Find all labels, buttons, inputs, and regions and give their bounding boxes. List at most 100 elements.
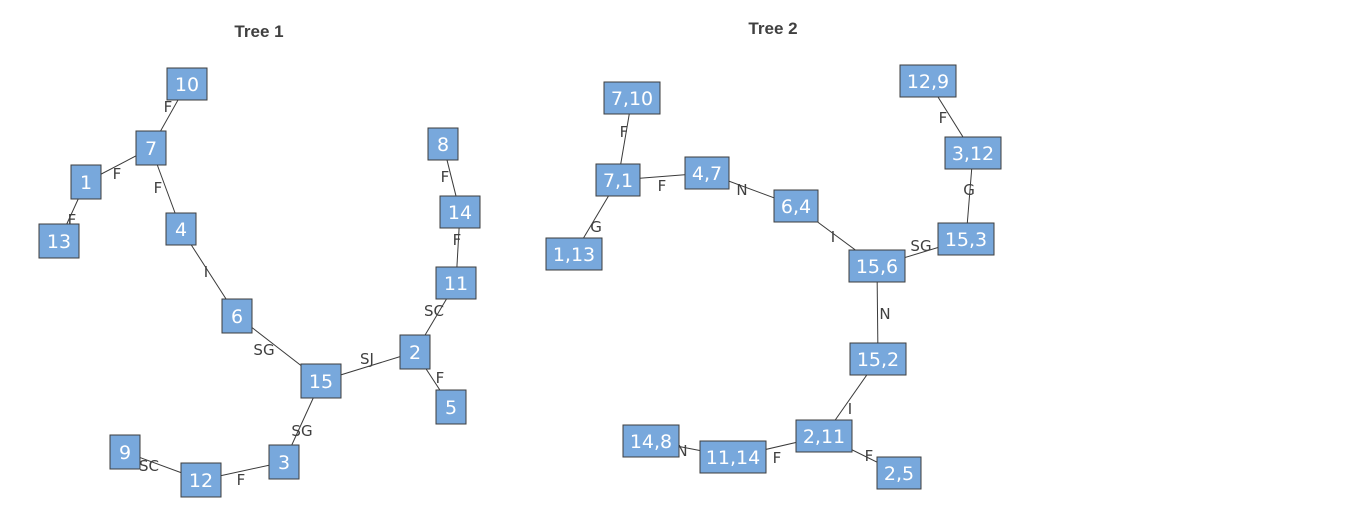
tree2-node-2-11: 2,11 — [795, 419, 853, 453]
tree2-node-1-13: 1,13 — [545, 237, 603, 271]
tree2-edge-label-11-14-to-14-8: N — [676, 442, 687, 460]
tree1-edge-label-2-to-5: F — [436, 369, 445, 387]
tree2-node-2-5: 2,5 — [876, 456, 922, 490]
tree1-node-4: 4 — [165, 212, 197, 246]
node-label: 7,10 — [611, 88, 653, 110]
tree1-edge-label-2-to-11: SC — [424, 302, 444, 320]
tree2-node-3-12: 3,12 — [944, 136, 1002, 170]
node-label: 15,2 — [857, 349, 899, 371]
tree1-edge-label-4-to-6: I — [204, 263, 208, 281]
node-box — [937, 222, 995, 256]
node-label: 7 — [145, 138, 157, 160]
tree2-edge-label-15-6-to-15-2: N — [879, 305, 890, 323]
node-label: 6 — [231, 306, 243, 328]
node-box — [684, 156, 730, 190]
node-box — [595, 163, 641, 197]
node-box — [268, 444, 300, 480]
node-label: 15,3 — [945, 229, 987, 251]
tree1-node-7: 7 — [135, 130, 167, 166]
tree1-node-14: 14 — [439, 195, 481, 229]
tree2-edge-label-2-11-to-2-5: F — [865, 447, 874, 465]
node-label: 3,12 — [952, 143, 994, 165]
tree2-edge-label-2-11-to-11-14: F — [773, 449, 782, 467]
node-label: 1 — [80, 172, 92, 194]
node-box — [849, 342, 907, 376]
node-label: 1,13 — [553, 244, 595, 266]
node-label: 7,1 — [603, 170, 633, 192]
tree2-node-14-8: 14,8 — [622, 424, 680, 458]
tree1-edge-label-12-to-9: SC — [139, 457, 159, 475]
tree1-edge-label-15-to-3: SG — [291, 422, 312, 440]
nodes-layer: 10 7 1 13 4 6 15 2 11 14 8 5 3 12 9 7,10 7,1 1,13 4,7 6,4 15… — [38, 64, 1002, 498]
node-label: 4,7 — [692, 163, 722, 185]
node-label: 10 — [175, 74, 199, 96]
tree2-edge-label-6-4-to-15-6: I — [831, 228, 835, 246]
node-label: 14 — [448, 202, 472, 224]
tree1-edge-label-1-to-13: F — [68, 211, 77, 229]
node-box — [300, 363, 342, 399]
tree1-node-11: 11 — [435, 266, 477, 300]
node-box — [38, 223, 80, 259]
tree1-edge-label-7-to-4: F — [154, 179, 163, 197]
tree2-edge-label-15-6-to-15-3: SG — [910, 237, 931, 255]
node-label: 3 — [278, 452, 290, 474]
node-box — [109, 434, 141, 470]
tree1-edge-label-7-to-1: F — [113, 165, 122, 183]
tree2-node-6-4: 6,4 — [773, 189, 819, 223]
node-box — [399, 334, 431, 370]
tree2-node-15-6: 15,6 — [848, 249, 906, 283]
node-box — [622, 424, 680, 458]
node-label: 12 — [189, 470, 213, 492]
node-label: 4 — [175, 219, 187, 241]
tree1-edge-label-3-to-12: F — [237, 471, 246, 489]
node-box — [876, 456, 922, 490]
tree1-node-2: 2 — [399, 334, 431, 370]
tree1-edge-label-14-to-8: F — [441, 168, 450, 186]
node-box — [180, 462, 222, 498]
tree1-node-9: 9 — [109, 434, 141, 470]
tree2-edge-label-3-12-to-12-9: F — [939, 109, 948, 127]
tree1-node-13: 13 — [38, 223, 80, 259]
node-label: 8 — [437, 134, 449, 156]
tree1-node-5: 5 — [435, 389, 467, 425]
node-box — [699, 440, 767, 474]
tree1-node-15: 15 — [300, 363, 342, 399]
node-box — [427, 127, 459, 161]
node-box — [848, 249, 906, 283]
node-label: 2,11 — [803, 426, 845, 448]
tree2-edge-label-15-3-to-3-12: G — [963, 181, 975, 199]
node-box — [603, 81, 661, 115]
tree1-node-1: 1 — [70, 164, 102, 200]
node-label: 14,8 — [630, 431, 672, 453]
tree2-edge-label-4-7-to-6-4: N — [736, 181, 747, 199]
tree2-node-7-10: 7,10 — [603, 81, 661, 115]
node-box — [435, 389, 467, 425]
node-box — [70, 164, 102, 200]
node-label: 5 — [445, 397, 457, 419]
node-box — [221, 298, 253, 334]
node-box — [435, 266, 477, 300]
tree1-edge-label-7-to-10: F — [164, 98, 173, 116]
node-label: 11,14 — [706, 447, 760, 469]
tree2-edge-label-7-1-to-7-10: F — [620, 123, 629, 141]
node-label: 6,4 — [781, 196, 811, 218]
tree1-edge-label-6-to-15: SG — [253, 341, 274, 359]
tree2-node-7-1: 7,1 — [595, 163, 641, 197]
tree2-edge-label-7-1-to-4-7: F — [658, 177, 667, 195]
tree2-node-15-2: 15,2 — [849, 342, 907, 376]
node-label: 15 — [309, 371, 333, 393]
node-label: 11 — [444, 273, 468, 295]
node-box — [944, 136, 1002, 170]
node-label: 2 — [409, 342, 421, 364]
tree2-edge-label-15-2-to-2-11: I — [848, 400, 852, 418]
tree1-node-12: 12 — [180, 462, 222, 498]
tree1-node-8: 8 — [427, 127, 459, 161]
tree2-node-11-14: 11,14 — [699, 440, 767, 474]
node-box — [135, 130, 167, 166]
tree1-node-3: 3 — [268, 444, 300, 480]
node-label: 9 — [119, 442, 131, 464]
node-box — [165, 212, 197, 246]
node-label: 2,5 — [884, 463, 914, 485]
node-label: 15,6 — [856, 256, 898, 278]
